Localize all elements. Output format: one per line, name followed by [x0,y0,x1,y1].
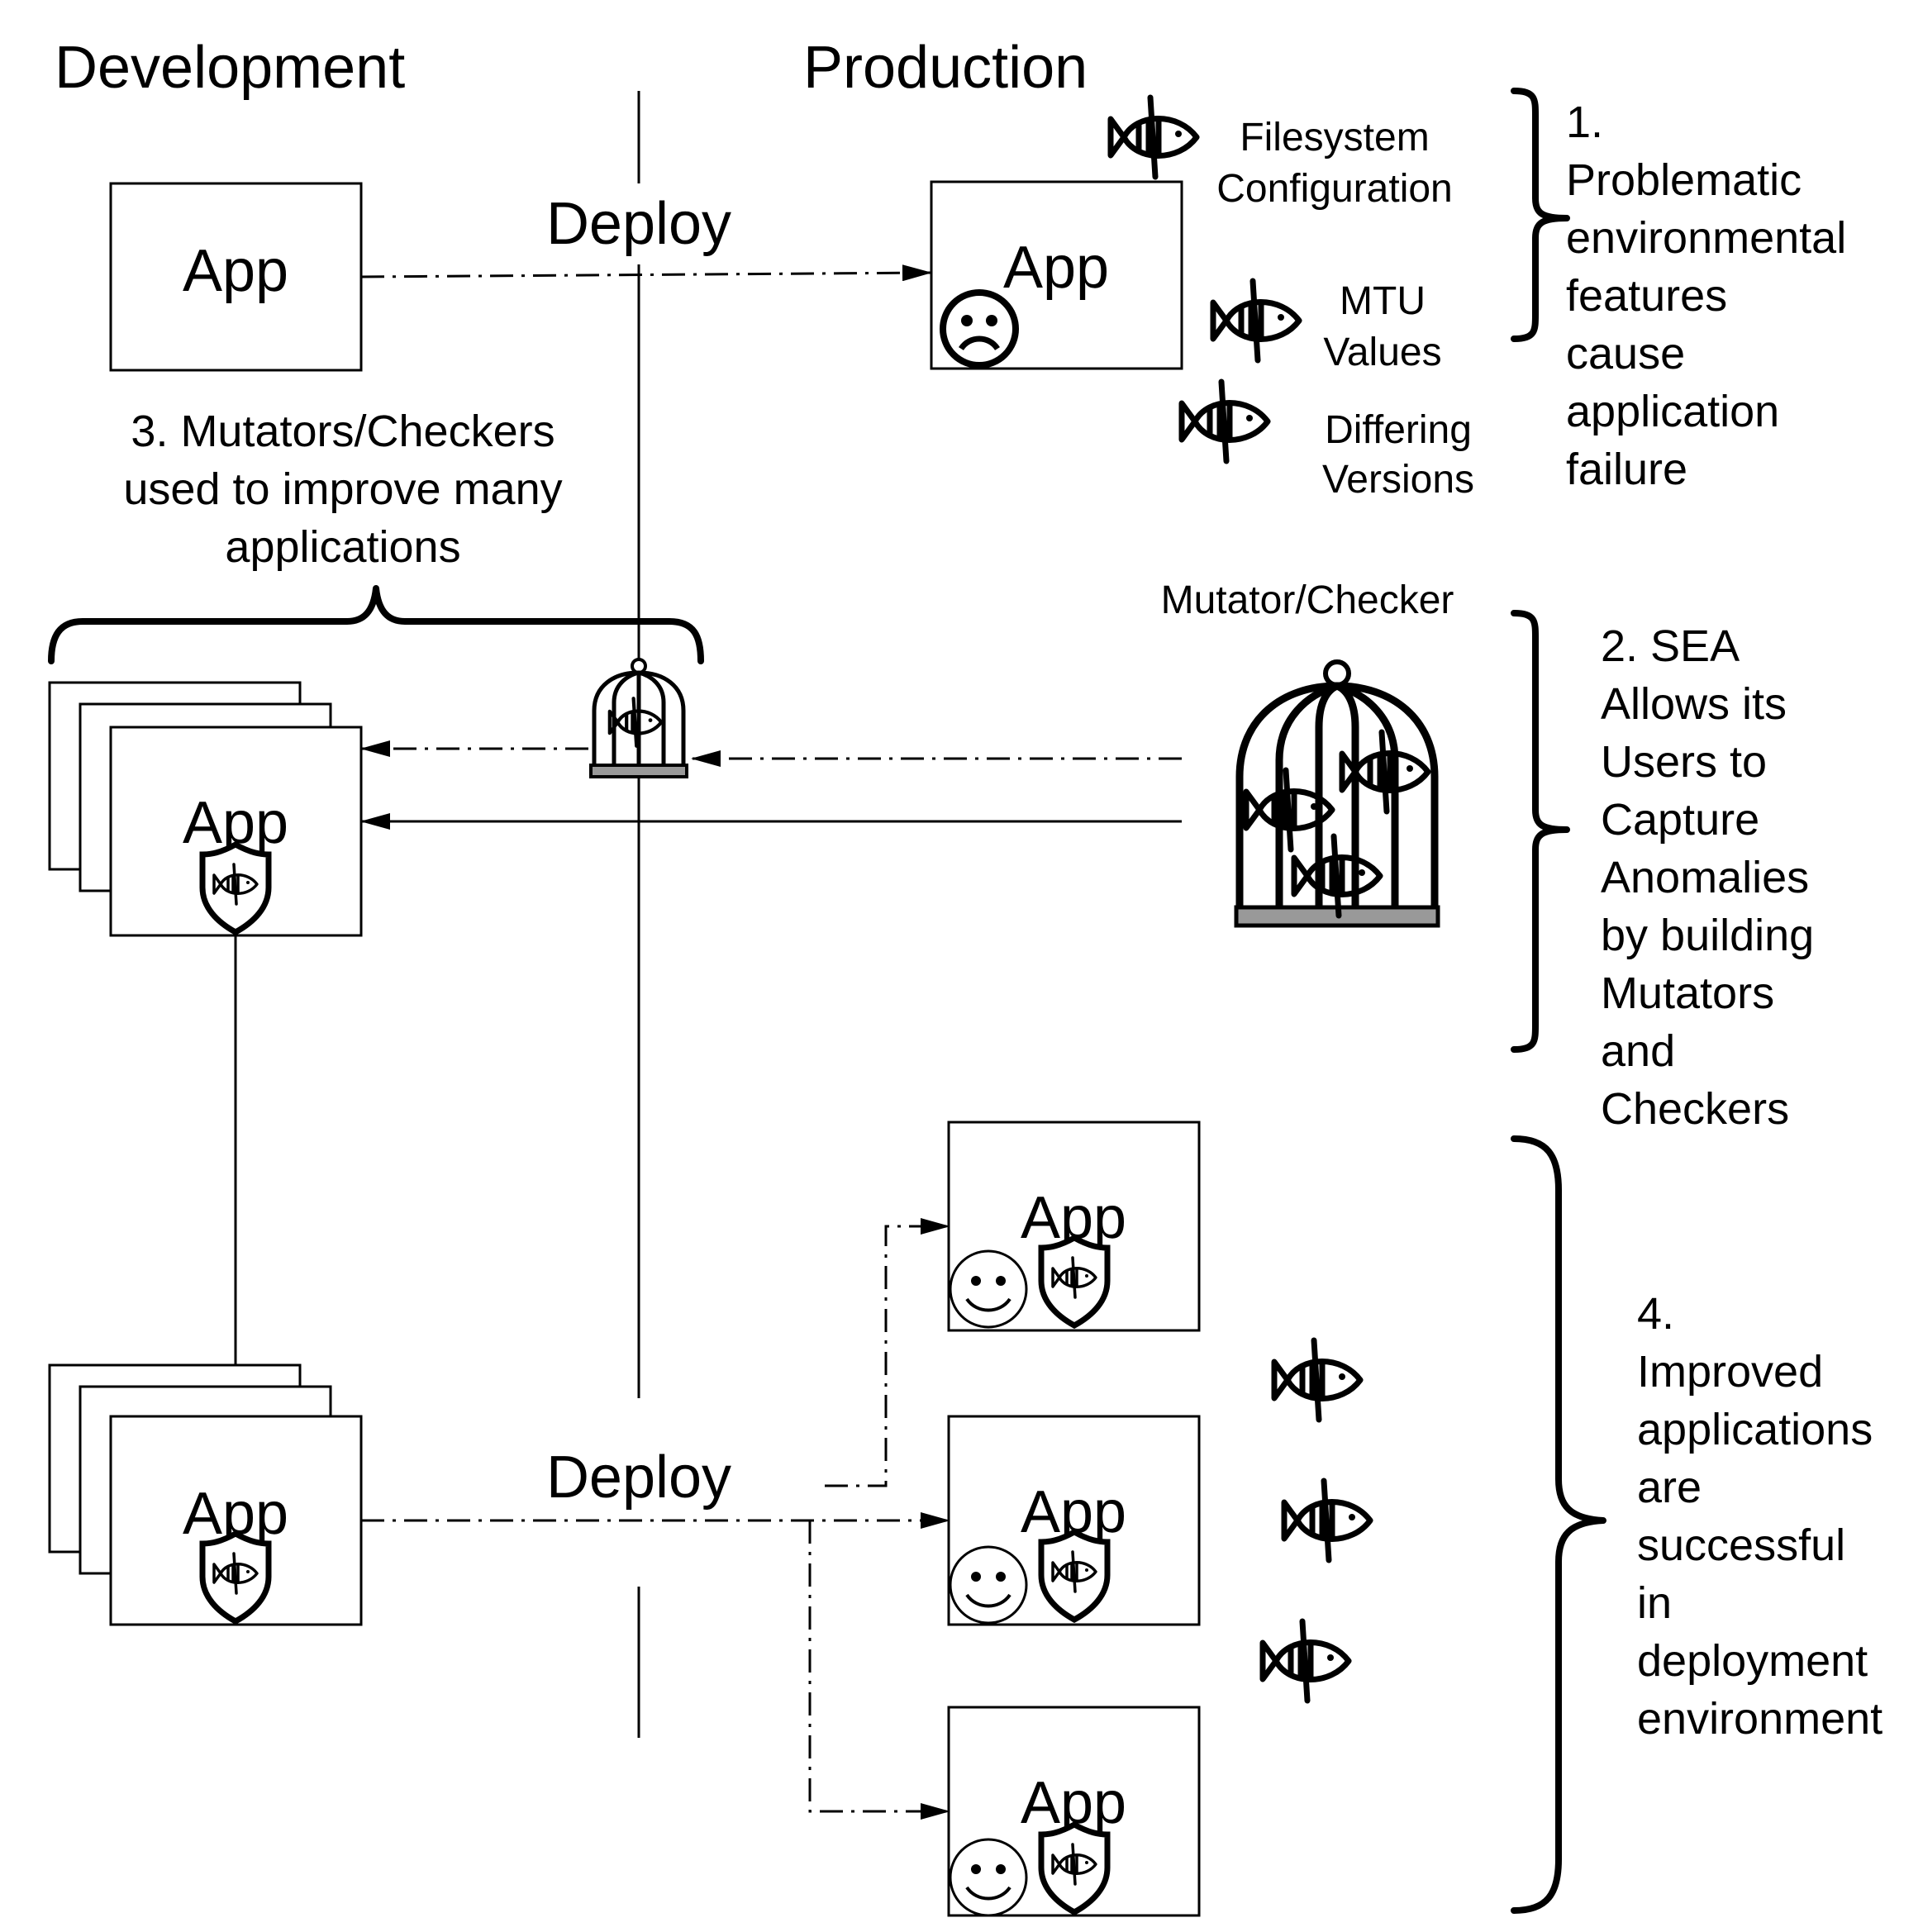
step2-line2: Allows its [1601,679,1787,729]
development-header: Development [55,35,405,101]
fish-icon [1213,281,1299,360]
step1-line3: environmental [1566,213,1846,263]
step2-line1: 2. SEA [1601,621,1740,671]
brace-step1 [1511,88,1570,342]
anomaly-mtu-line2: Values [1323,331,1441,374]
step4-line2: Improved [1637,1347,1823,1397]
deploy-arrow-upper [825,1218,950,1487]
step2-line3: Users to [1601,737,1767,787]
anomaly-filesystem-line2: Configuration [1216,167,1453,211]
step2-line7: Mutators [1601,968,1774,1018]
step1-line2: Problematic [1566,155,1802,205]
brace-step3 [48,585,704,664]
fish-icon [1111,98,1197,177]
fish-icon [1263,1621,1349,1701]
dev-app-box [109,182,363,372]
step4-line6: in [1637,1578,1672,1628]
deploy-arrow-lower [808,1520,950,1820]
fish-icon [1284,1481,1370,1560]
step2-line4: Capture [1601,795,1759,845]
brace-step2 [1511,610,1570,1053]
step4-line3: applications [1637,1405,1873,1454]
step4-line8: environment [1637,1694,1883,1744]
step1-line7: failure [1566,445,1687,494]
step4-line5: successful [1637,1520,1845,1570]
step2-line9: Checkers [1601,1084,1789,1134]
cage-icon [1236,662,1438,926]
step4-line1: 4. [1637,1289,1674,1339]
fish-icon [1274,1340,1360,1420]
production-header: Production [803,35,1088,101]
anomaly-mtu-line1: MTU [1340,279,1426,323]
deploy-label-top: Deploy [546,191,731,257]
sad-face-icon [940,289,1019,369]
step2-line6: by building [1601,911,1814,960]
cage-label: Mutator/Checker [1161,578,1454,622]
anomaly-versions-line2: Versions [1322,458,1474,502]
fish-icon [1182,382,1268,461]
step1-line6: application [1566,387,1779,436]
step4-line4: are [1637,1463,1702,1512]
deploy-label-bottom: Deploy [546,1444,731,1511]
step1-line1: 1. [1566,98,1603,147]
step2-line5: Anomalies [1601,853,1809,902]
cage-icon [591,659,687,777]
step4-line7: deployment [1637,1636,1868,1686]
step3-line3: applications [225,522,460,572]
anomaly-versions-line1: Differing [1325,408,1472,452]
step2-line8: and [1601,1026,1675,1076]
smiley-face-icon [949,1545,1028,1625]
prod-app-label-failing: App [1003,235,1109,301]
dev-app-label: App [183,238,288,304]
step1-line4: features [1566,271,1727,321]
anomaly-filesystem-line1: Filesystem [1240,116,1429,159]
brace-step4 [1511,1135,1606,1914]
step3-line2: used to improve many [123,464,562,514]
smiley-face-icon [949,1838,1028,1917]
smiley-face-icon [949,1249,1028,1329]
step1-line5: cause [1566,329,1685,378]
deploy-arrow-top [360,264,932,282]
step3-line1: 3. Mutators/Checkers [131,407,555,456]
